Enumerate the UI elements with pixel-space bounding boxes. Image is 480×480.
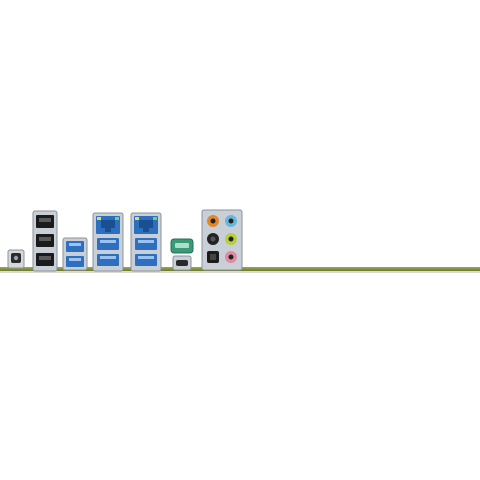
round-connector <box>7 249 25 269</box>
usb2-stack <box>32 210 58 272</box>
audio-panel <box>201 209 243 271</box>
lan-usb3-stack-2 <box>130 212 162 272</box>
green-port-stack <box>170 238 194 271</box>
usb3-pair-left <box>62 237 88 271</box>
pcb-shadow <box>0 271 480 273</box>
lan-usb3-stack-1 <box>92 212 124 272</box>
